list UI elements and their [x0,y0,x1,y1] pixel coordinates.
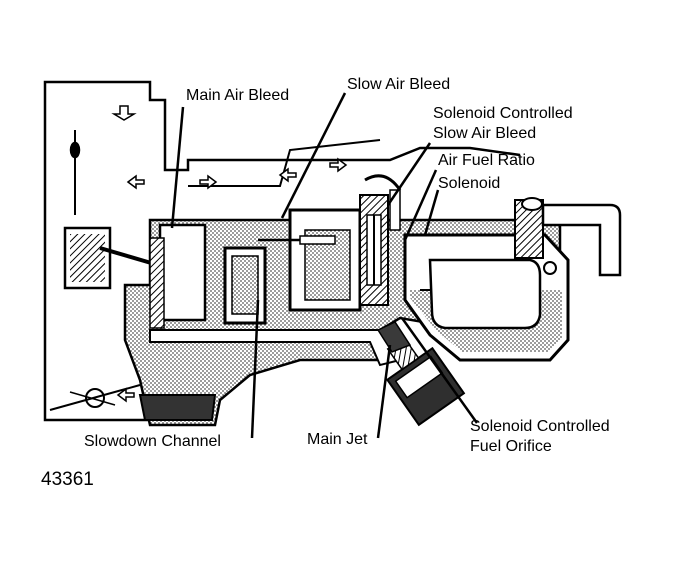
carburetor-housing [43,80,521,422]
leader-lines [170,92,479,439]
label-main-jet: Main Jet [307,431,368,448]
airflow-arrows [111,105,348,403]
throttle-block [63,226,159,290]
slow-air-bleed-solenoid [359,174,402,306]
figure-number: 43361 [41,469,94,490]
air-fuel-ratio-solenoid [514,197,622,277]
label-solenoid-controlled-slow-air-bleed-line2: Slow Air Bleed [433,125,537,142]
label-solenoid-controlled-fuel-orifice-line1: Solenoid Controlled [470,418,610,435]
fuel-orifice-solenoid [385,336,466,427]
label-solenoid-controlled-slow-air-bleed-line1: Solenoid Controlled [433,105,573,122]
label-main-air-bleed: Main Air Bleed [186,87,290,104]
float-bowl [403,233,570,362]
label-air-fuel-ratio: Air Fuel Ratio [438,152,535,169]
main-jet [376,321,412,353]
label-solenoid-controlled-fuel-orifice-line2: Fuel Orifice [470,438,552,455]
label-slow-air-bleed: Slow Air Bleed [347,76,451,93]
label-solenoid: Solenoid [438,175,501,192]
label-slowdown-channel: Slowdown Channel [84,433,221,450]
